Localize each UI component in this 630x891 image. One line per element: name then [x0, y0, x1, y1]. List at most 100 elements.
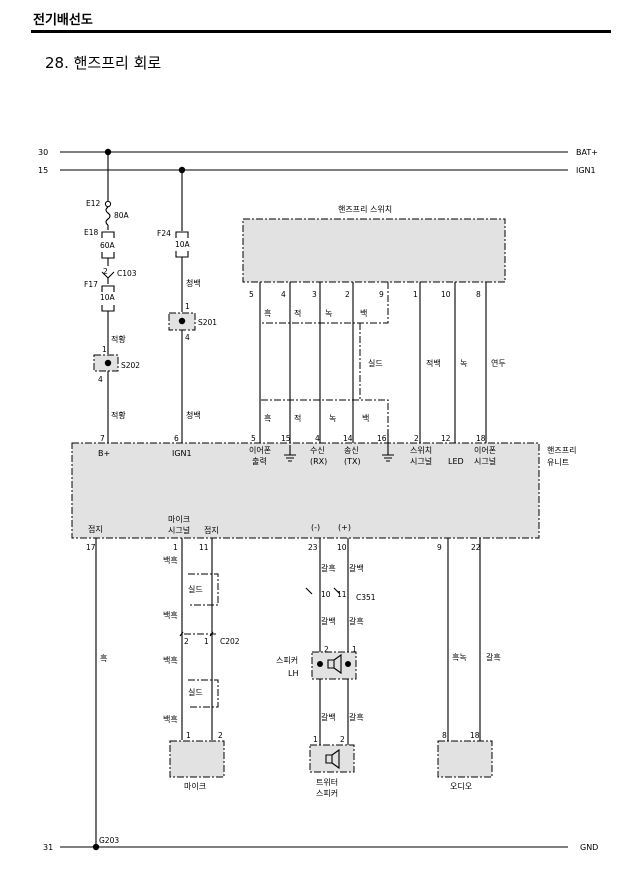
switch-title: 핸즈프리 스위치 [338, 204, 392, 214]
fusible-link-icon [105, 206, 111, 226]
diagram-label: G203 [99, 836, 119, 845]
diagram-label: (+) [338, 523, 351, 532]
shield-line [259, 323, 389, 430]
diagram-label: 시그널 [410, 457, 432, 466]
diagram-label: 갈백 [321, 616, 336, 626]
diagram-label: 60A [100, 241, 116, 250]
diagram-label: E18 [84, 228, 99, 237]
diagram-label: F17 [84, 280, 98, 289]
diagram-label: 수신 [310, 446, 325, 455]
rail-name: GND [580, 843, 598, 852]
fuse-icon [101, 285, 115, 292]
diagram-label: 7 [100, 434, 105, 443]
diagram-label: 녹 [325, 309, 332, 318]
diagram-label: 4 [185, 333, 190, 342]
diagram-label: 적황 [111, 334, 126, 344]
connector-icon [305, 587, 341, 595]
diagram-label: 4 [281, 290, 286, 299]
diagram-label: 갈흑 [321, 563, 336, 573]
diagram-label: B+ [98, 449, 110, 458]
diagram-label: 녹 [460, 359, 467, 368]
diagram-label: 9 [437, 543, 442, 552]
diagram-label: 연두 [491, 359, 506, 368]
diagram-label: 8 [476, 290, 481, 299]
fuse-icon [175, 231, 189, 238]
unit-name: 핸즈프리 [547, 445, 576, 455]
diagram-label: 스위치 [410, 446, 432, 455]
diagram-label: 1 [185, 302, 190, 311]
diagram-label: 갈흑 [349, 712, 364, 722]
diagram-label: 트위터 [316, 778, 338, 787]
diagram-label: 1 [204, 637, 209, 646]
speaker-icon [327, 653, 342, 675]
ground-icon [382, 430, 394, 462]
diagram-label: 2 [103, 267, 108, 276]
page-header: 전기배선도 [33, 13, 93, 28]
diagram-label: 시그널 [474, 457, 496, 466]
rail-ign1: 15 IGN1 [38, 166, 596, 175]
diagram-label: 15 [281, 434, 291, 443]
diagram-label: 백흑 [163, 610, 178, 620]
diagram-label: 5 [251, 434, 256, 443]
diagram-label: 마이크 [168, 514, 190, 524]
bplus-feed: E12 80A E18 60A 2 C103 F17 10A 1 S202 4 … [84, 148, 140, 445]
diagram-label: 18 [476, 434, 486, 443]
diagram-label: 청백 [186, 278, 201, 288]
diagram-label: 23 [308, 543, 318, 552]
diagram-label: C351 [356, 593, 376, 602]
diagram-label: 2 [414, 434, 419, 443]
diagram-label: 흑 [264, 413, 271, 423]
diagram-label: 9 [379, 290, 384, 299]
handsfree-switch: 핸즈프리 스위치 5 4 3 2 9 1 10 8 [242, 204, 506, 299]
diagram-label: 갈백 [321, 712, 336, 722]
diagram-label: 갈흑 [349, 616, 364, 626]
diagram-label: 녹 [329, 414, 336, 423]
diagram-label: 이어폰 [474, 445, 496, 455]
rail-bat: 30 BAT+ [38, 148, 598, 157]
diagram-label: 흑 [264, 308, 271, 318]
diagram-label: 청백 [186, 410, 201, 420]
diagram-label: 2 [340, 735, 345, 744]
diagram-label: 1 [352, 645, 357, 654]
fuse-terminal [104, 200, 112, 208]
diagram-label: 스피커 [316, 789, 338, 798]
diagram-label: 적 [294, 413, 301, 423]
diagram-label: 실드 [368, 358, 383, 368]
diagram-label: 스피커 [276, 656, 298, 665]
diagram-label: 백 [362, 413, 369, 423]
shield-line [260, 282, 389, 324]
switch-unit-wires: 실드 흑 적 녹 백 적백 녹 연두 흑 적 녹 백 [259, 282, 506, 445]
audio-unit [437, 740, 493, 778]
diagram-label: 백흑 [163, 555, 178, 565]
diagram-label: IGN1 [172, 449, 192, 458]
mic-label: 마이크 [184, 781, 206, 791]
diagram-label: 6 [174, 434, 179, 443]
diagram-label: 시그널 [168, 526, 190, 535]
diagram-label: 10A [175, 240, 191, 249]
diagram-label: 1 [413, 290, 418, 299]
diagram-label: 백흑 [163, 655, 178, 665]
diagram-label: 1 [173, 543, 178, 552]
diagram-label: 2 [345, 290, 350, 299]
diagram-label: 18 [470, 731, 480, 740]
diagram-label: 백흑 [163, 714, 178, 724]
diagram-label: 22 [471, 543, 481, 552]
diagram-label: F24 [157, 229, 171, 238]
diagram-label: 송신 [344, 446, 359, 455]
diagram-label: 4 [315, 434, 320, 443]
diagram-label: 적 [294, 308, 301, 318]
diagram-label: 백 [360, 308, 367, 318]
diagram-label: 3 [312, 290, 317, 299]
diagram-label: 10A [100, 293, 116, 302]
mic-circuit: 백흑 실드 백흑 2 1 C202 백흑 실드 백흑 1 2 마이크 [163, 538, 240, 791]
diagram-label: LED [448, 457, 464, 466]
diagram-label: 2 [324, 645, 329, 654]
diagram-label: 17 [86, 543, 96, 552]
diagram-label: 접지 [88, 524, 103, 534]
diagram-label: C202 [220, 637, 240, 646]
diagram-label: 이어폰 [249, 445, 271, 455]
rail-number: 30 [38, 148, 48, 157]
rail-number: 31 [43, 843, 53, 852]
diagram-label: 16 [377, 434, 387, 443]
diagram-label: 8 [442, 731, 447, 740]
